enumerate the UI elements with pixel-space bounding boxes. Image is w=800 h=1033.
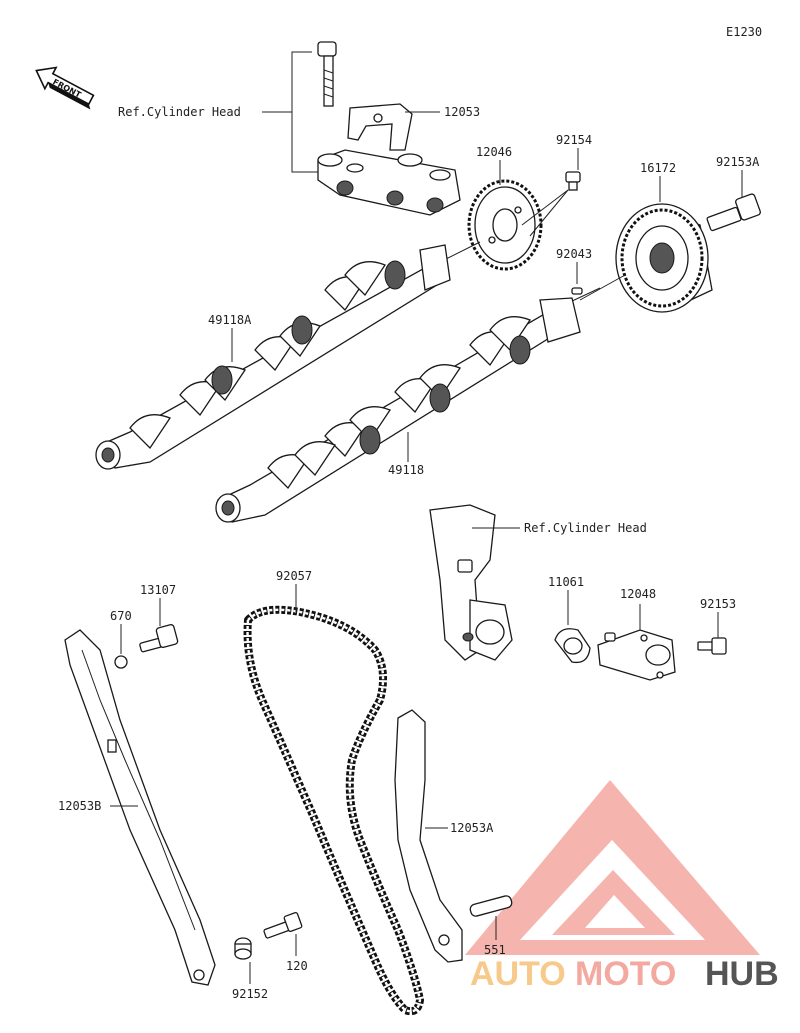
cam-chain-92057-icon <box>243 605 424 1016</box>
label-92043: 92043 <box>556 247 592 261</box>
label-12053: 12053 <box>444 105 480 119</box>
watermark-text-hub: HUB <box>705 955 779 993</box>
label-12053A: 12053A <box>450 821 494 835</box>
cam-sprocket-12046-icon <box>467 179 543 271</box>
o-ring-670-icon <box>114 655 128 669</box>
label-92153A: 92153A <box>716 155 760 169</box>
label-12048: 12048 <box>620 587 656 601</box>
camshaft-holder-icon <box>317 149 461 216</box>
tensioner-bolt-92153-icon <box>697 637 727 655</box>
label-92153: 92153 <box>700 597 736 611</box>
label-12053B: 12053B <box>58 799 101 813</box>
chain-guide-12053A-icon <box>394 709 463 963</box>
guide-pin-551-icon <box>469 895 513 917</box>
ref-head-top-bracket <box>291 51 318 173</box>
tensioner-gasket-11061-icon <box>554 628 591 664</box>
label-13107: 13107 <box>140 583 176 597</box>
label-12046: 12046 <box>476 145 512 159</box>
sprocket-bolt-92154-icon <box>565 171 581 191</box>
label-16172: 16172 <box>640 161 676 175</box>
cylinder-head-section-icon <box>429 504 513 661</box>
exhaust-camshaft-49118-icon <box>215 297 581 523</box>
chain-guide-12053B-icon <box>64 629 216 986</box>
automotohub-watermark: AUTO MOTO HUB <box>465 780 779 993</box>
label-551: 551 <box>484 943 506 957</box>
label-49118A: 49118A <box>208 313 252 327</box>
label-49118: 49118 <box>388 463 424 477</box>
guide-bracket-12053-icon <box>347 103 413 151</box>
guide-bolt-13107-icon <box>139 624 179 653</box>
watermark-triangle-hole <box>585 895 645 928</box>
collar-92152-icon <box>234 937 252 960</box>
dowel-pin-92043-icon <box>571 287 583 295</box>
label-92152: 92152 <box>232 987 268 1001</box>
watermark-text-moto: MOTO <box>575 955 676 993</box>
label-ref-cylinder-head-mid: Ref.Cylinder Head <box>524 521 647 535</box>
label-11061: 11061 <box>548 575 584 589</box>
diagram-code: E1230 <box>726 25 762 39</box>
label-120: 120 <box>286 959 308 973</box>
intake-camshaft-49118A-icon <box>95 244 451 470</box>
label-ref-cylinder-head-top: Ref.Cylinder Head <box>118 105 241 119</box>
label-670: 670 <box>110 609 132 623</box>
label-92057: 92057 <box>276 569 312 583</box>
phaser-bolt-92153A-icon <box>706 193 761 232</box>
cam-phaser-16172-icon <box>615 203 713 313</box>
watermark-text-auto: AUTO <box>470 955 566 993</box>
chain-tensioner-12048-icon <box>597 629 676 681</box>
label-92154: 92154 <box>556 133 592 147</box>
front-arrow-icon: FRONT <box>35 66 95 110</box>
camshaft-holder-bolt-icon <box>317 41 337 107</box>
guide-bolt-120-icon <box>263 912 303 939</box>
